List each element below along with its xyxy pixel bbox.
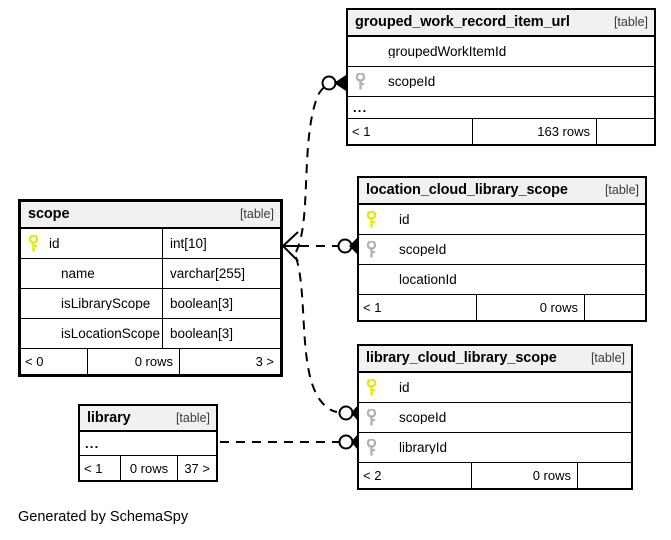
- table-name: library_cloud_library_scope: [366, 350, 557, 367]
- table-grouped-work-record-item-url[interactable]: grouped_work_record_item_url [table] gro…: [346, 8, 656, 146]
- table-location-cloud-library-scope[interactable]: location_cloud_library_scope [table] id: [357, 176, 647, 322]
- column-name: libraryId: [399, 440, 448, 455]
- column-type: int[10]: [162, 229, 280, 258]
- column-name: name: [61, 266, 95, 281]
- footer-parents-count: < 1: [352, 124, 371, 139]
- footer-row-count: 0 rows: [471, 463, 577, 488]
- footer-row-count: 163 rows: [472, 119, 596, 144]
- table-column-row[interactable]: groupedWorkItemId: [348, 37, 654, 67]
- column-name: groupedWorkItemId: [388, 44, 507, 59]
- footer-row-count: 0 rows: [476, 295, 584, 320]
- footer-children-count: [596, 119, 654, 144]
- foreign-key-icon: [359, 438, 383, 457]
- table-column-row[interactable]: id: [359, 373, 631, 403]
- table-name: library: [87, 409, 131, 426]
- table-type-label: [table]: [175, 410, 210, 425]
- table-header: scope [table]: [21, 202, 280, 229]
- table-name: location_cloud_library_scope: [366, 182, 568, 199]
- column-type: varchar[255]: [162, 259, 280, 288]
- column-type: boolean[3]: [162, 289, 280, 318]
- table-column-row[interactable]: id int[10]: [21, 229, 280, 259]
- table-footer: < 1 0 rows: [359, 295, 645, 320]
- more-columns-ellipsis[interactable]: ...: [80, 432, 216, 456]
- table-column-row[interactable]: scopeId: [348, 67, 654, 97]
- table-scope[interactable]: scope [table] id int[10] name varchar[25…: [18, 199, 283, 377]
- edge-endpoint-circle: [338, 434, 354, 450]
- foreign-key-icon: [359, 240, 383, 259]
- column-name: scopeId: [388, 74, 436, 89]
- table-type-label: [table]: [239, 207, 274, 222]
- edge-scope-to-grouped: [295, 81, 338, 253]
- table-header: library [table]: [80, 406, 216, 432]
- column-name: isLocationScope: [61, 326, 161, 341]
- column-name: locationId: [399, 272, 457, 287]
- column-name: scopeId: [399, 242, 447, 257]
- footer-parents-count: < 0: [25, 354, 44, 369]
- column-name: id: [49, 236, 60, 251]
- table-library[interactable]: library [table] ... < 1 0 rows 37 >: [78, 404, 218, 482]
- table-header: library_cloud_library_scope [table]: [359, 346, 631, 373]
- table-column-row[interactable]: scopeId: [359, 235, 645, 265]
- table-column-row[interactable]: isLibraryScope boolean[3]: [21, 289, 280, 319]
- edge-endpoint-circle: [338, 405, 354, 421]
- footer-children-count: [584, 295, 645, 320]
- table-column-row[interactable]: isLocationScope boolean[3]: [21, 319, 280, 349]
- table-type-label: [table]: [590, 351, 625, 366]
- table-name: grouped_work_record_item_url: [355, 14, 570, 31]
- primary-key-icon: [359, 210, 383, 229]
- footer-children-count: 3 >: [179, 349, 280, 374]
- footer-parents-count: < 1: [363, 300, 382, 315]
- footer-children-count: [577, 463, 631, 488]
- more-columns-ellipsis[interactable]: ...: [348, 97, 654, 119]
- column-name: id: [399, 380, 410, 395]
- foreign-key-icon: [359, 408, 383, 427]
- primary-key-icon: [359, 378, 383, 397]
- table-header: location_cloud_library_scope [table]: [359, 178, 645, 205]
- column-name: isLibraryScope: [61, 296, 151, 311]
- footer-parents-count: < 1: [84, 460, 103, 476]
- footer-parents-count: < 2: [363, 468, 382, 483]
- table-column-row[interactable]: libraryId: [359, 433, 631, 463]
- foreign-key-icon: [348, 72, 372, 91]
- table-footer: < 2 0 rows: [359, 463, 631, 488]
- crowsfoot-scope-id: [282, 231, 300, 262]
- column-type: boolean[3]: [162, 319, 280, 348]
- edge-arrow-grouped: [334, 75, 346, 91]
- table-name: scope: [28, 206, 70, 223]
- footer-row-count: 0 rows: [87, 349, 179, 374]
- edge-endpoint-circle: [321, 75, 337, 91]
- table-column-row[interactable]: locationId: [359, 265, 645, 295]
- primary-key-icon: [21, 234, 45, 253]
- table-footer: < 1 0 rows 37 >: [80, 456, 216, 480]
- footer-children-count: 37 >: [177, 456, 216, 480]
- table-library-cloud-library-scope[interactable]: library_cloud_library_scope [table] id: [357, 344, 633, 490]
- footer-row-count: 0 rows: [120, 456, 177, 480]
- table-header: grouped_work_record_item_url [table]: [348, 10, 654, 37]
- table-column-row[interactable]: scopeId: [359, 403, 631, 433]
- table-footer: < 0 0 rows 3 >: [21, 349, 280, 374]
- edge-arrow-location: [349, 238, 357, 254]
- column-name: scopeId: [399, 410, 447, 425]
- table-type-label: [table]: [604, 183, 639, 198]
- table-footer: < 1 163 rows: [348, 119, 654, 144]
- table-type-label: [table]: [613, 15, 648, 30]
- generated-by-caption: Generated by SchemaSpy: [18, 509, 189, 525]
- edge-scope-to-librarycloud: [295, 256, 338, 413]
- edge-endpoint-circle: [337, 238, 353, 254]
- table-column-row[interactable]: name varchar[255]: [21, 259, 280, 289]
- column-name: id: [399, 212, 410, 227]
- table-column-row[interactable]: id: [359, 205, 645, 235]
